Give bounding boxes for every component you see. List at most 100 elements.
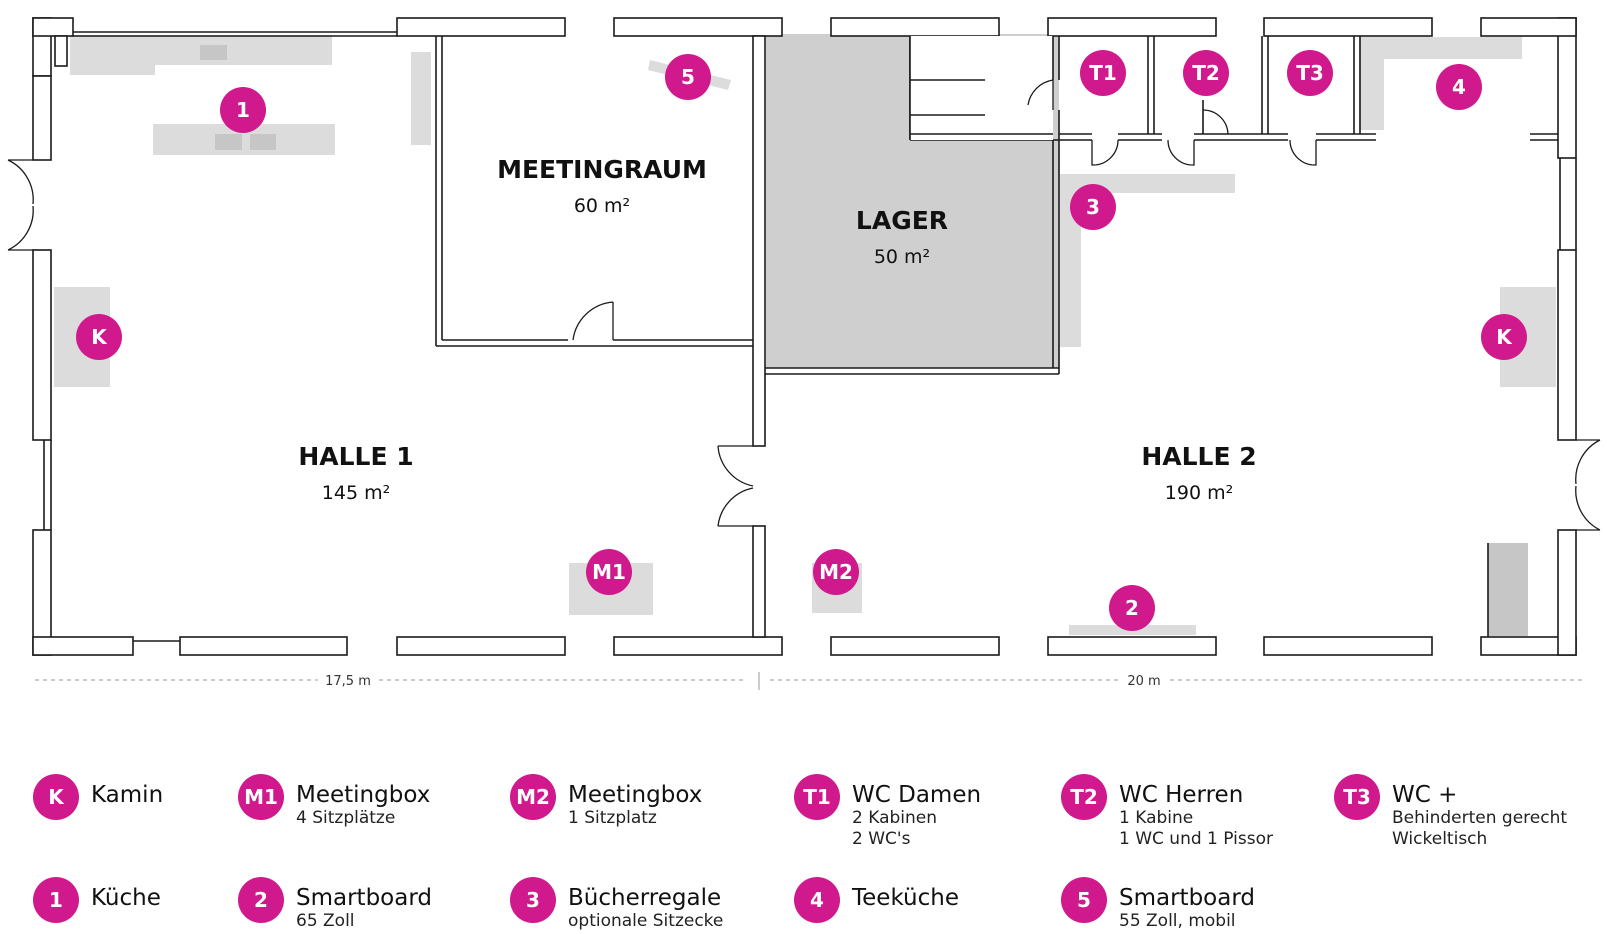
- door-t1-2: [1167, 139, 1195, 166]
- dimension-left-bg: [318, 671, 378, 689]
- marker-circle: [813, 549, 859, 595]
- room-meeting-area: 60 m²: [574, 195, 630, 217]
- legend-title: Smartboard: [296, 885, 432, 911]
- central-wall-top: [752, 35, 766, 447]
- wall-bottom-6: [1047, 636, 1217, 656]
- marker-5: 5: [681, 65, 695, 89]
- legend-title: Smartboard: [1119, 885, 1255, 911]
- storage-cabinet: [1488, 543, 1528, 636]
- wall-top-5: [830, 17, 1000, 37]
- room-meeting-name: MEETINGRAUM: [497, 155, 707, 184]
- wall-right-2: [1557, 249, 1577, 441]
- marker-4: 4: [1452, 75, 1466, 99]
- marker-circle: [1070, 184, 1116, 230]
- inner-walls: [435, 35, 1558, 638]
- marker-circle: [1287, 50, 1333, 96]
- legend-badge: T1: [794, 774, 840, 820]
- legend-badge: T3: [1334, 774, 1380, 820]
- legend-badge: K: [33, 774, 79, 820]
- legend-badge: 1: [33, 877, 79, 923]
- marker-1: 1: [236, 98, 250, 122]
- legend-item-kueche: 1 Küche: [33, 877, 161, 923]
- wall-top-6: [1047, 17, 1217, 37]
- legend-sub: 65 Zoll: [296, 911, 355, 931]
- legend-badge: 4: [794, 877, 840, 923]
- meeting-side-board: [411, 52, 431, 145]
- wall-corner-nw-top: [32, 17, 74, 37]
- wall-bottom-7: [1263, 636, 1433, 656]
- wall-bottom-1: [32, 636, 134, 656]
- legend-sub: 2 Kabinen: [852, 808, 938, 828]
- dimension-left-label: 17,5 m: [325, 674, 371, 689]
- legend-title: Bücherregale: [568, 885, 722, 911]
- legend-badge: 3: [510, 877, 556, 923]
- legend-title: Meetingbox: [568, 782, 703, 808]
- legend-title: WC Damen: [852, 782, 982, 808]
- marker-circle: [1481, 314, 1527, 360]
- marker-circle: [1080, 50, 1126, 96]
- legend-sub: 1 Kabine: [1119, 808, 1194, 828]
- marker-circle: [1436, 64, 1482, 110]
- room-halle1-area: 145 m²: [322, 482, 390, 504]
- legend-sub: Behinderten gerecht: [1392, 808, 1568, 828]
- wall-top-3: [396, 17, 566, 37]
- marker-circle: [665, 54, 711, 100]
- legend-title: Meetingbox: [296, 782, 431, 808]
- legend-title: Küche: [91, 885, 161, 911]
- kitchen-sink: [200, 45, 227, 60]
- room-halle2-name: HALLE 2: [1141, 442, 1256, 471]
- doors: [7, 79, 1601, 531]
- wall-left-1: [32, 75, 52, 161]
- legend-title: WC +: [1392, 782, 1458, 808]
- marker-3: 3: [1086, 195, 1100, 219]
- marker-k-left: K: [91, 325, 108, 349]
- legend-sub: 2 WC's: [852, 829, 911, 849]
- legend-item-buecherregale: 3 Bücherregale optionale Sitzecke: [510, 877, 723, 932]
- door-right-double: [1575, 439, 1601, 531]
- legend-badge: M1: [238, 774, 284, 820]
- corridor-floor: [910, 36, 1053, 140]
- marker-m1: M1: [592, 560, 626, 584]
- legend-sub: Wickeltisch: [1392, 829, 1488, 849]
- room-halle2-area: 190 m²: [1165, 482, 1233, 504]
- marker-circle: [586, 549, 632, 595]
- legend-item-smartboard-65: 2 Smartboard 65 Zoll: [238, 877, 432, 932]
- kitchen-hob-1: [215, 134, 242, 150]
- plan-markers: 1 5 T1 T2 T3 4 3 K K M1 M2 2: [76, 50, 1527, 631]
- dimension-line: 17,5 m 20 m: [35, 671, 1585, 690]
- room-lager-area: 50 m²: [874, 246, 930, 268]
- legend-badge: T2: [1061, 774, 1107, 820]
- central-wall-bottom: [752, 525, 766, 638]
- marker-circle: [1183, 50, 1229, 96]
- room-labels: HALLE 1 145 m² MEETINGRAUM 60 m² LAGER 5…: [298, 155, 1256, 504]
- kitchen-counter-side: [70, 63, 155, 75]
- furniture-layer: [54, 34, 1556, 636]
- legend-title: Teeküche: [852, 885, 960, 911]
- legend-item-m1: M1 Meetingbox 4 Sitzplätze: [238, 774, 430, 829]
- teakitchen-counter-top: [1359, 37, 1522, 59]
- door-corridor: [1027, 79, 1054, 110]
- legend-item-t2: T2 WC Herren 1 Kabine 1 WC und 1 Pissor: [1061, 774, 1273, 850]
- marker-m2: M2: [819, 560, 853, 584]
- floor-plan: HALLE 1 145 m² MEETINGRAUM 60 m² LAGER 5…: [7, 17, 1601, 690]
- marker-t1: T1: [1089, 61, 1117, 85]
- legend-title: Kamin: [91, 782, 164, 808]
- marker-t2: T2: [1192, 61, 1220, 85]
- chimney-nw: [54, 35, 68, 67]
- teakitchen-counter-side: [1359, 37, 1384, 130]
- door-t2-cabin: [1202, 109, 1229, 135]
- door-center-double: [717, 445, 754, 527]
- wall-bottom-3: [396, 636, 566, 656]
- wall-top-7: [1263, 17, 1433, 37]
- wall-top-4: [613, 17, 783, 37]
- legend-sub: 4 Sitzplätze: [296, 808, 396, 828]
- wall-right-1: [1557, 17, 1577, 159]
- legend-item-smartboard-55: 5 Smartboard 55 Zoll, mobil: [1061, 877, 1255, 932]
- marker-circle: [76, 314, 122, 360]
- outer-walls: [32, 17, 1577, 656]
- wall-right-3: [1557, 529, 1577, 656]
- wall-bottom-5: [830, 636, 1000, 656]
- legend-badge: 5: [1061, 877, 1107, 923]
- legend-item-kamin: K Kamin: [33, 774, 163, 820]
- legend-item-t1: T1 WC Damen 2 Kabinen 2 WC's: [794, 774, 981, 850]
